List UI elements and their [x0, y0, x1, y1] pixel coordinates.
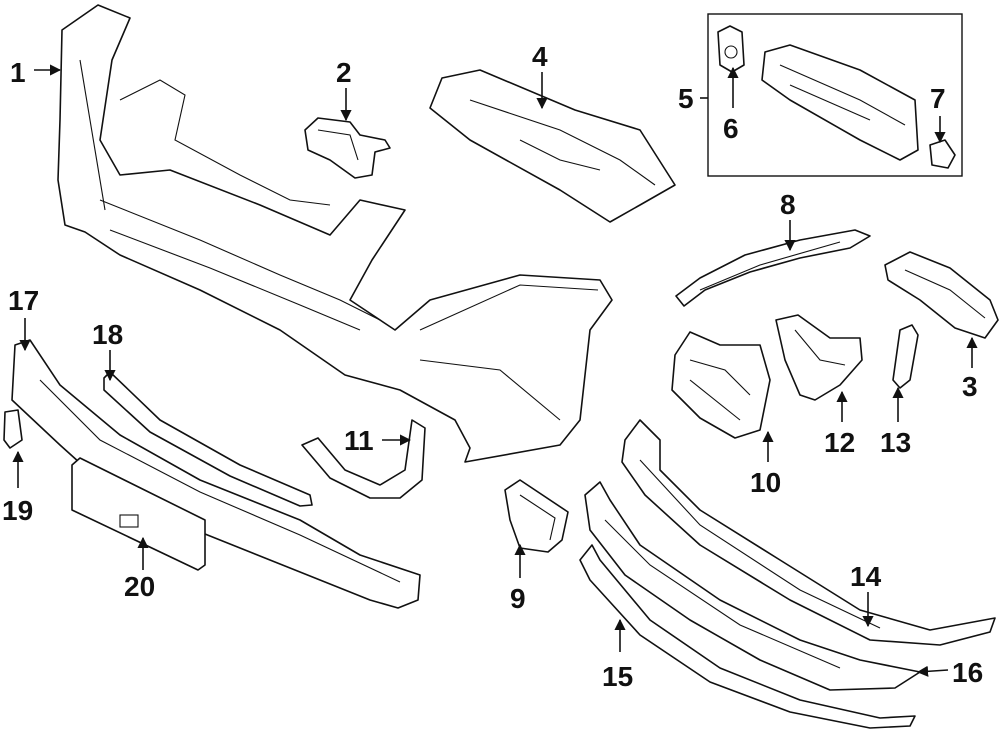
callout-3: 3	[962, 371, 978, 402]
callout-12: 12	[824, 427, 855, 458]
callout-1: 1	[10, 57, 26, 88]
callout-5: 5	[678, 83, 694, 114]
callout-15: 15	[602, 661, 633, 692]
callout-labels: 1 2 3 4 5 6 7 8 9 10 11 12 13 14 15 16 1…	[2, 41, 983, 692]
callout-11: 11	[344, 425, 374, 456]
part-molding-15	[579, 544, 916, 729]
callout-10: 10	[750, 467, 781, 498]
leader-16	[916, 665, 949, 677]
part-clip-6	[717, 25, 745, 73]
part-lower-cover-14	[621, 419, 996, 646]
leader-lines	[12, 64, 978, 677]
callout-16: 16	[952, 657, 983, 688]
callout-9: 9	[510, 583, 526, 614]
callout-4: 4	[532, 41, 548, 72]
part-fastener-7	[929, 139, 956, 169]
callout-6: 6	[723, 113, 739, 144]
callout-19: 19	[2, 495, 33, 526]
part-clip-19	[3, 409, 23, 449]
callout-17: 17	[8, 285, 39, 316]
callout-2: 2	[336, 57, 352, 88]
part-support-5	[761, 44, 919, 161]
callout-14: 14	[850, 561, 882, 592]
part-bracket-9	[504, 479, 569, 553]
callout-7: 7	[930, 83, 946, 114]
part-side-bracket-3	[884, 251, 999, 339]
part-bracket-13	[892, 324, 919, 389]
part-bracket-10	[671, 331, 771, 439]
part-trim-strip-8	[675, 229, 871, 307]
callout-18: 18	[92, 319, 123, 350]
part-bumper-cover	[57, 4, 613, 463]
part-air-guide-12	[775, 314, 863, 401]
callout-20: 20	[124, 571, 155, 602]
part-bracket-2	[304, 117, 391, 179]
inset-box	[707, 13, 963, 177]
callout-8: 8	[780, 189, 796, 220]
part-molding-18	[103, 371, 313, 507]
part-bezel-11	[301, 419, 426, 499]
part-license-bracket-20	[71, 457, 206, 571]
callout-13: 13	[880, 427, 911, 458]
part-upper-shield	[429, 69, 676, 223]
